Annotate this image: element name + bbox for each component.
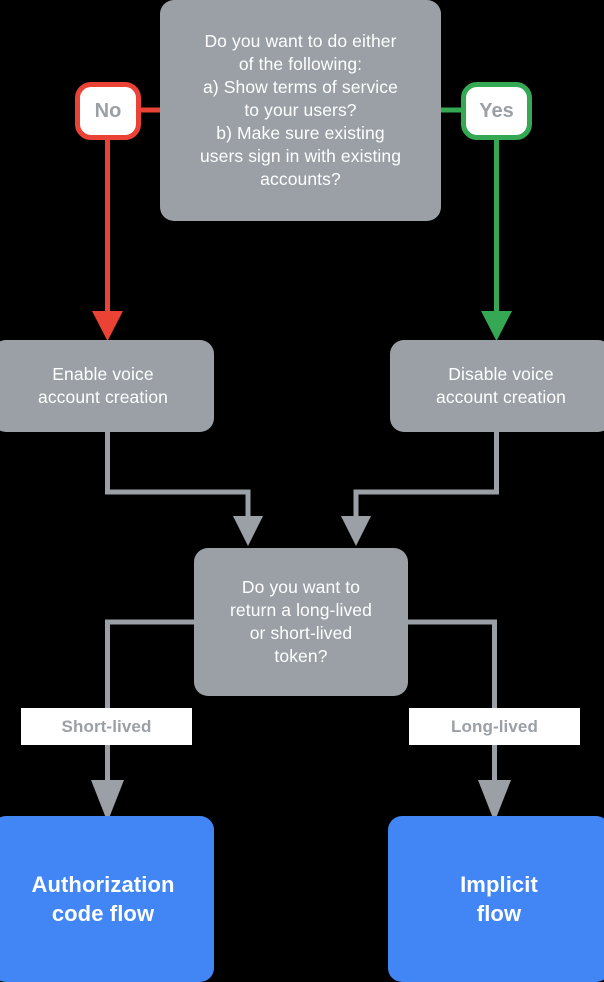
edge-label-short-lived-text: Short-lived <box>61 716 152 736</box>
badge-no-label: No <box>94 99 122 122</box>
arrowhead-disable-voice-to-token-question <box>341 516 371 546</box>
edge-enable-voice-to-token-question <box>105 432 251 520</box>
node-question-terms-of-service-label: Do you want to do either of the followin… <box>199 30 402 190</box>
arrowhead-enable-voice-to-token-question <box>233 516 263 546</box>
edge-disable-voice-to-token-question <box>353 432 499 520</box>
node-authorization-code-flow[interactable]: Authorization code flow <box>0 816 214 982</box>
node-implicit-flow-label: Implicit flow <box>460 871 538 926</box>
node-implicit-flow[interactable]: Implicit flow <box>388 816 604 982</box>
badge-yes-label: Yes <box>479 99 514 122</box>
node-question-terms-of-service[interactable]: Do you want to do either of the followin… <box>160 0 441 221</box>
edge-label-long-lived-text: Long-lived <box>451 716 538 736</box>
edge-label-short-lived: Short-lived <box>21 708 192 745</box>
node-authorization-code-flow-label: Authorization code flow <box>31 871 175 926</box>
node-question-token-lifetime[interactable]: Do you want to return a long-lived or sh… <box>194 548 408 696</box>
arrowhead-token-question-to-authorization-code-flow <box>91 780 124 822</box>
arrowhead-yes-to-disable-voice <box>481 311 512 341</box>
node-enable-voice-account-creation-label: Enable voice account creation <box>37 363 168 407</box>
node-question-token-lifetime-label: Do you want to return a long-lived or sh… <box>230 576 372 667</box>
node-enable-voice-account-creation[interactable]: Enable voice account creation <box>0 340 214 432</box>
edge-label-long-lived: Long-lived <box>409 708 580 745</box>
arrowhead-no-to-enable-voice <box>92 311 123 341</box>
badge-no[interactable]: No <box>75 82 141 140</box>
arrowhead-token-question-to-implicit-flow <box>478 780 511 822</box>
badge-yes[interactable]: Yes <box>461 82 532 140</box>
node-disable-voice-account-creation[interactable]: Disable voice account creation <box>390 340 604 432</box>
node-disable-voice-account-creation-label: Disable voice account creation <box>435 363 566 407</box>
